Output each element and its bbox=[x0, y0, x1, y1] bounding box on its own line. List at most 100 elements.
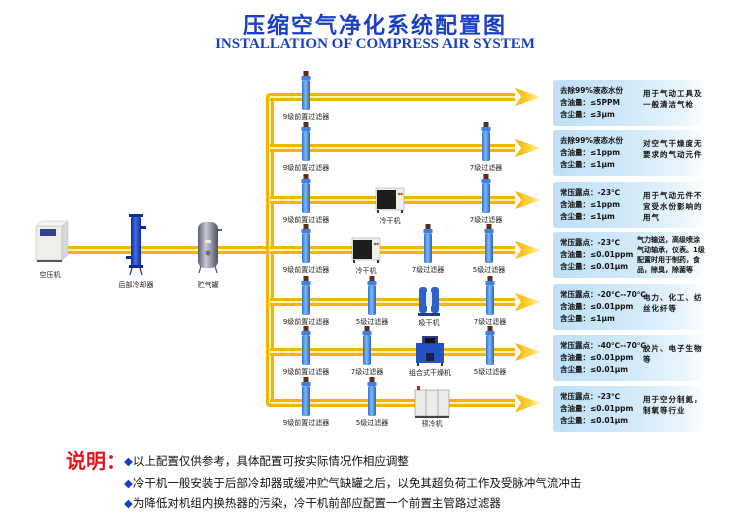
branch-row: 9级前置过滤器 5级过滤器 吸干机 7级过滤器 bbox=[283, 276, 506, 327]
application-text: 气力输送，高级喷涂气动轴承，仪表。1级配置时用于制药，食品，除臭，除菌等 bbox=[637, 236, 705, 274]
branch-pipe bbox=[270, 348, 515, 356]
spec-list: 常压露点：-20℃--70℃ 含油量：≤0.01ppm 含尘量：≤1μm bbox=[560, 289, 646, 325]
flow-arrow-icon bbox=[515, 191, 541, 209]
component-label: 空压机 bbox=[40, 270, 61, 279]
component-label: 后部冷却器 bbox=[119, 280, 154, 289]
note-text: 以上配置仅供参考，具体配置可按实际情况作相应调整 bbox=[132, 454, 409, 468]
flow-arrow-icon bbox=[515, 293, 541, 311]
spec-line: 常压露点：-23℃ bbox=[560, 392, 621, 401]
component-label: 7级过滤器 bbox=[351, 367, 383, 376]
component-label: 7级过滤器 bbox=[474, 317, 506, 326]
note-item: ◆为降低对机组内换热器的污染，冷干机前部应配置一个前置主管路过滤器 bbox=[124, 495, 501, 511]
application-text: 胶片、电子生物等 bbox=[643, 344, 703, 364]
spec-list: 去除99%液态水份含油量：≤1ppm 含尘量：≤1μm bbox=[560, 135, 623, 171]
application-text: 用于气动工具及一般清洁气枪 bbox=[643, 89, 703, 109]
filter-icon bbox=[362, 326, 372, 365]
branch-pipe bbox=[270, 144, 515, 152]
air-compressor-icon bbox=[35, 220, 69, 262]
spec-line: 去除99%液态水份 bbox=[560, 86, 623, 95]
note-text: 冷干机一般安装于后部冷却器或缓冲贮气缺罐之后，以免其超负荷工作及受脉冲气流冲击 bbox=[132, 476, 582, 490]
component-label: 9级前置过滤器 bbox=[283, 418, 329, 427]
main-pipe bbox=[58, 246, 270, 254]
spec-line: 含油量：≤5PPM bbox=[560, 98, 620, 107]
spec-line: 含油量：≤1ppm bbox=[560, 200, 621, 209]
filter-icon bbox=[485, 326, 495, 365]
spec-line: 含油量：≤0.01ppm bbox=[560, 404, 634, 413]
spec-line: 含尘量：≤1μm bbox=[560, 212, 615, 221]
spec-line: 含尘量：≤1μm bbox=[560, 160, 615, 169]
branch-pipe bbox=[270, 399, 515, 407]
spec-list: 常压露点：-23℃ 含油量：≤1ppm 含尘量：≤1μm bbox=[560, 187, 620, 223]
branch-pipe bbox=[270, 246, 515, 254]
branch-pipe bbox=[270, 93, 515, 101]
spec-line: 含油量：≤1ppm bbox=[560, 148, 621, 157]
component-label: 吸干机 bbox=[419, 318, 440, 327]
component-label: 9级前置过滤器 bbox=[283, 163, 329, 172]
component-label: 9级前置过滤器 bbox=[283, 215, 329, 224]
spec-line: 含油量：≤0.01ppm bbox=[560, 302, 634, 311]
aftercooler-icon bbox=[126, 214, 146, 276]
filter-icon bbox=[301, 377, 311, 416]
component-label: 7级过滤器 bbox=[470, 163, 502, 172]
filter-icon bbox=[485, 276, 495, 315]
spec-line: 去除99%液态水份 bbox=[560, 136, 623, 145]
note-text: 为降低对机组内换热器的污染，冷干机前部应配置一个前置主管路过滤器 bbox=[132, 496, 501, 510]
branch-row: 9级前置过滤器 7级过滤器 bbox=[283, 122, 502, 172]
spec-line: 常压露点：-40℃--70℃ bbox=[560, 341, 646, 350]
flow-arrow-icon bbox=[515, 394, 541, 412]
bullet-diamond-icon: ◆ bbox=[124, 476, 133, 490]
spec-line: 常压露点：-20℃--70℃ bbox=[560, 290, 646, 299]
pre-cooler-icon bbox=[414, 386, 450, 418]
spec-info-box: 常压露点：-20℃--70℃ 含油量：≤0.01ppm 含尘量：≤1μm 电力、化工、… bbox=[553, 284, 705, 330]
spec-list: 去除99%液态水份含油量：≤5PPM 含尘量：≤3μm bbox=[560, 85, 623, 121]
component-label: 贮气罐 bbox=[198, 280, 219, 289]
branch-pipe bbox=[270, 298, 515, 306]
spec-line: 含尘量：≤3μm bbox=[560, 110, 615, 119]
bullet-diamond-icon: ◆ bbox=[124, 496, 133, 510]
filter-icon bbox=[301, 71, 311, 110]
desiccant-dryer-icon bbox=[418, 287, 440, 316]
flow-arrow-icon bbox=[515, 241, 541, 259]
notes-heading: 说明： bbox=[66, 449, 126, 473]
component-label: 5级过滤器 bbox=[474, 367, 506, 376]
spec-line: 含油量：≤0.01ppm bbox=[560, 250, 634, 259]
component-label: 5级过滤器 bbox=[473, 265, 505, 274]
filter-icon bbox=[301, 276, 311, 315]
component-label: 5级过滤器 bbox=[356, 317, 388, 326]
spec-line: 含尘量：≤1μm bbox=[560, 314, 615, 323]
spec-line: 含尘量：≤0.01μm bbox=[560, 365, 629, 374]
component-label: 7级过滤器 bbox=[412, 265, 444, 274]
component-label: 9级前置过滤器 bbox=[283, 317, 329, 326]
note-item: ◆冷干机一般安装于后部冷却器或缓冲贮气缺罐之后，以免其超负荷工作及受脉冲气流冲击 bbox=[124, 475, 581, 491]
pipe-network bbox=[58, 88, 541, 412]
filter-icon bbox=[481, 122, 491, 161]
spec-info-box: 去除99%液态水份含油量：≤5PPM 含尘量：≤3μm 用于气动工具及一般清洁气枪 bbox=[553, 80, 705, 126]
application-text: 电力、化工、纺丝化纤等 bbox=[643, 293, 703, 313]
spec-line: 含尘量：≤0.01μm bbox=[560, 416, 629, 425]
filter-icon bbox=[367, 377, 377, 416]
filter-icon bbox=[301, 122, 311, 161]
filter-icon bbox=[484, 224, 494, 263]
component-label: 5级过滤器 bbox=[356, 418, 388, 427]
spec-list: 常压露点：-23℃ 含油量：≤0.01ppm 含尘量：≤0.01μm bbox=[560, 391, 633, 427]
title-chinese: 压缩空气净化系统配置图 bbox=[242, 14, 507, 39]
filter-icon bbox=[301, 326, 311, 365]
component-label: 9级前置过滤器 bbox=[283, 367, 329, 376]
component-label: 9级前置过滤器 bbox=[283, 265, 329, 274]
application-text: 对空气干燥度无要求的气动元件 bbox=[643, 139, 703, 159]
spec-line: 常压露点：-23℃ bbox=[560, 188, 621, 197]
component-label: 9级前置过滤器 bbox=[283, 112, 329, 121]
flow-arrow-icon bbox=[515, 88, 541, 106]
branch-row: 9级前置过滤器 bbox=[283, 71, 329, 121]
